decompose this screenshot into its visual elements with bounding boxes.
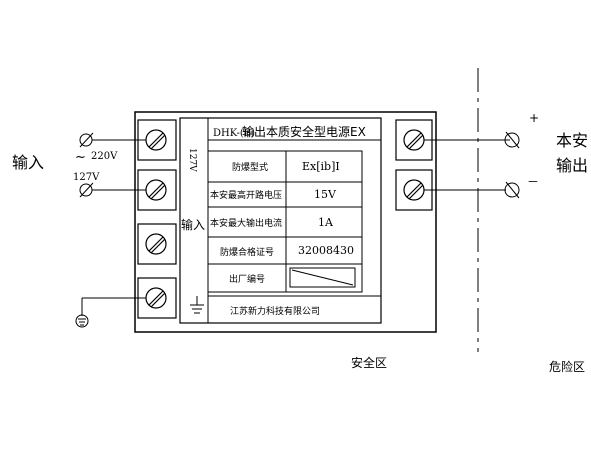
nameplate-table	[207, 118, 381, 323]
plus-label: +	[529, 111, 539, 125]
input-label: 输入	[12, 153, 44, 172]
right-terminals	[395, 119, 433, 211]
voltage-127-label: 127V	[73, 172, 100, 183]
row-label-4: 出厂编号	[229, 273, 265, 285]
ac-symbol: ~	[75, 150, 86, 165]
title-prefix: DHK-(B)	[213, 128, 255, 139]
right-wiring	[424, 131, 520, 199]
row-label-1: 本安最高开路电压	[210, 189, 282, 201]
side-voltage: 127V	[187, 148, 197, 172]
row-label-0: 防爆型式	[232, 161, 268, 173]
minus-label: －	[527, 175, 539, 189]
serial-box	[289, 267, 356, 288]
voltage-220-label: 220V	[91, 151, 118, 162]
output-label-1: 本安	[556, 131, 588, 150]
row-label-3: 防爆合格证号	[220, 246, 274, 258]
row-value-1: 15V	[314, 188, 337, 201]
side-input: 输入	[181, 217, 205, 232]
left-terminals	[137, 119, 177, 319]
nameplate-panel	[179, 117, 382, 324]
row-label-2: 本安最大输出电流	[210, 217, 282, 229]
hazard-zone-label: 危险区	[549, 359, 585, 374]
serial-slash	[291, 269, 354, 286]
internal-ground-icon	[190, 296, 204, 314]
row-value-0: Ex[ib]I	[302, 160, 340, 173]
safe-zone-label: 安全区	[351, 355, 387, 370]
left-wiring	[75, 132, 146, 328]
title-main: 输出本质安全型电源EX	[242, 124, 366, 139]
row-value-2: 1A	[318, 216, 334, 229]
device-enclosure	[134, 111, 437, 333]
row-value-3: 32008430	[298, 244, 354, 257]
output-label-2: 输出	[556, 156, 588, 175]
manufacturer: 江苏新力科技有限公司	[230, 305, 320, 317]
